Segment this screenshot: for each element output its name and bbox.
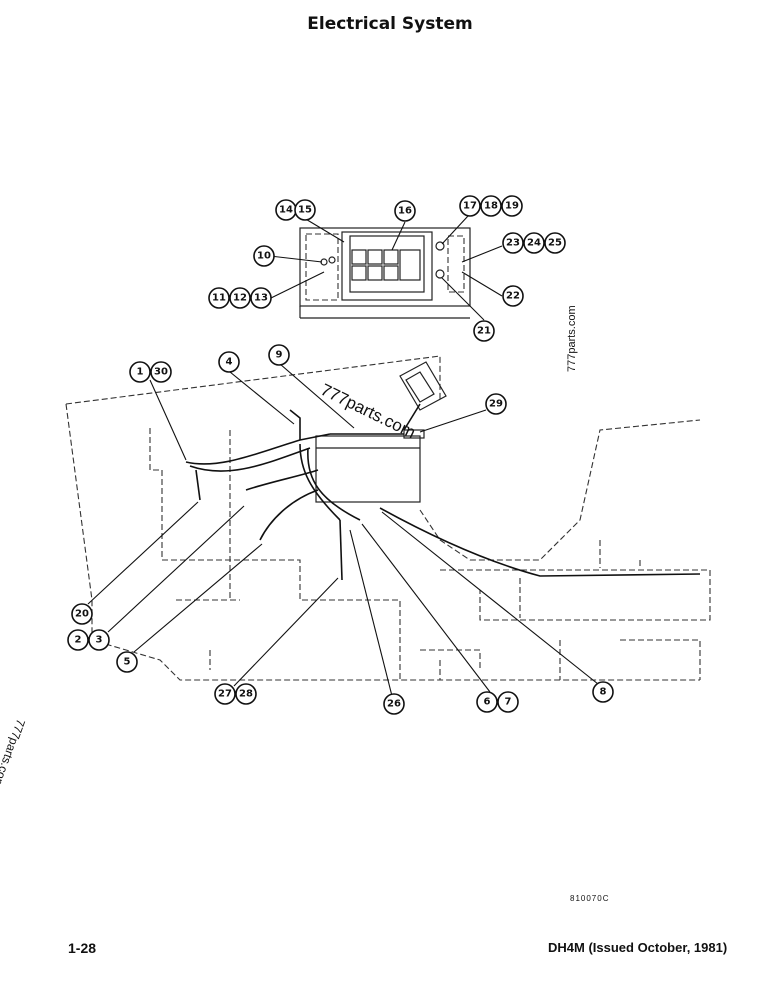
leader-lines (87, 215, 599, 697)
svg-text:21: 21 (477, 326, 491, 337)
callout-13: 13 (250, 287, 272, 309)
callout-25: 25 (544, 232, 566, 254)
document-id: DH4M (Issued October, 1981) (548, 940, 728, 955)
callout-23: 23 (502, 232, 524, 254)
svg-text:9: 9 (276, 350, 283, 361)
svg-text:18: 18 (484, 201, 498, 212)
callout-16: 16 (394, 200, 416, 222)
callout-8: 8 (592, 681, 614, 703)
svg-text:10: 10 (257, 251, 271, 262)
svg-text:8: 8 (600, 687, 607, 698)
callout-20: 20 (71, 603, 93, 625)
svg-text:6: 6 (484, 697, 491, 708)
svg-text:25: 25 (548, 238, 562, 249)
svg-text:14: 14 (279, 205, 293, 216)
instrument-panel (299, 227, 471, 319)
callout-1: 1 (129, 361, 151, 383)
svg-text:29: 29 (489, 399, 503, 410)
svg-text:22: 22 (506, 291, 520, 302)
wiring-harness (185, 403, 701, 581)
svg-text:24: 24 (527, 238, 541, 249)
callout-22: 22 (502, 285, 524, 307)
page-number: 1-28 (68, 940, 97, 956)
callout-27: 27 (214, 683, 236, 705)
svg-text:2: 2 (75, 635, 82, 646)
svg-text:23: 23 (506, 238, 520, 249)
callout-9: 9 (268, 344, 290, 366)
callout-12: 12 (229, 287, 251, 309)
callout-5: 5 (116, 651, 138, 673)
svg-text:1: 1 (137, 367, 144, 378)
svg-text:7: 7 (505, 697, 512, 708)
callout-11: 11 (208, 287, 230, 309)
svg-text:3: 3 (96, 635, 103, 646)
machine-frame (65, 355, 711, 681)
svg-text:27: 27 (218, 689, 232, 700)
svg-text:28: 28 (239, 689, 253, 700)
svg-text:26: 26 (387, 699, 401, 710)
callout-28: 28 (235, 683, 257, 705)
callout-2: 2 (67, 629, 89, 651)
svg-text:20: 20 (75, 609, 89, 620)
svg-text:17: 17 (463, 201, 477, 212)
callout-10: 10 (253, 245, 275, 267)
watermark-right: 777parts.com (566, 305, 578, 372)
drawing-number: 810070C (570, 894, 610, 903)
svg-text:13: 13 (254, 293, 268, 304)
callout-19: 19 (501, 195, 523, 217)
svg-text:19: 19 (505, 201, 519, 212)
svg-text:12: 12 (233, 293, 247, 304)
svg-text:16: 16 (398, 206, 412, 217)
svg-text:4: 4 (226, 357, 233, 368)
svg-text:30: 30 (154, 367, 168, 378)
page-title: Electrical System (307, 14, 473, 34)
callout-3: 3 (88, 629, 110, 651)
callout-18: 18 (480, 195, 502, 217)
callout-17: 17 (459, 195, 481, 217)
svg-text:5: 5 (124, 657, 131, 668)
callout-26: 26 (383, 693, 405, 715)
callout-7: 7 (497, 691, 519, 713)
callout-30: 30 (150, 361, 172, 383)
control-box (315, 361, 447, 503)
callout-6: 6 (476, 691, 498, 713)
svg-text:11: 11 (212, 293, 226, 304)
callout-24: 24 (523, 232, 545, 254)
callout-21: 21 (473, 320, 495, 342)
callout-29: 29 (485, 393, 507, 415)
svg-text:15: 15 (298, 205, 312, 216)
callout-15: 15 (294, 199, 316, 221)
callout-4: 4 (218, 351, 240, 373)
callout-14: 14 (275, 199, 297, 221)
